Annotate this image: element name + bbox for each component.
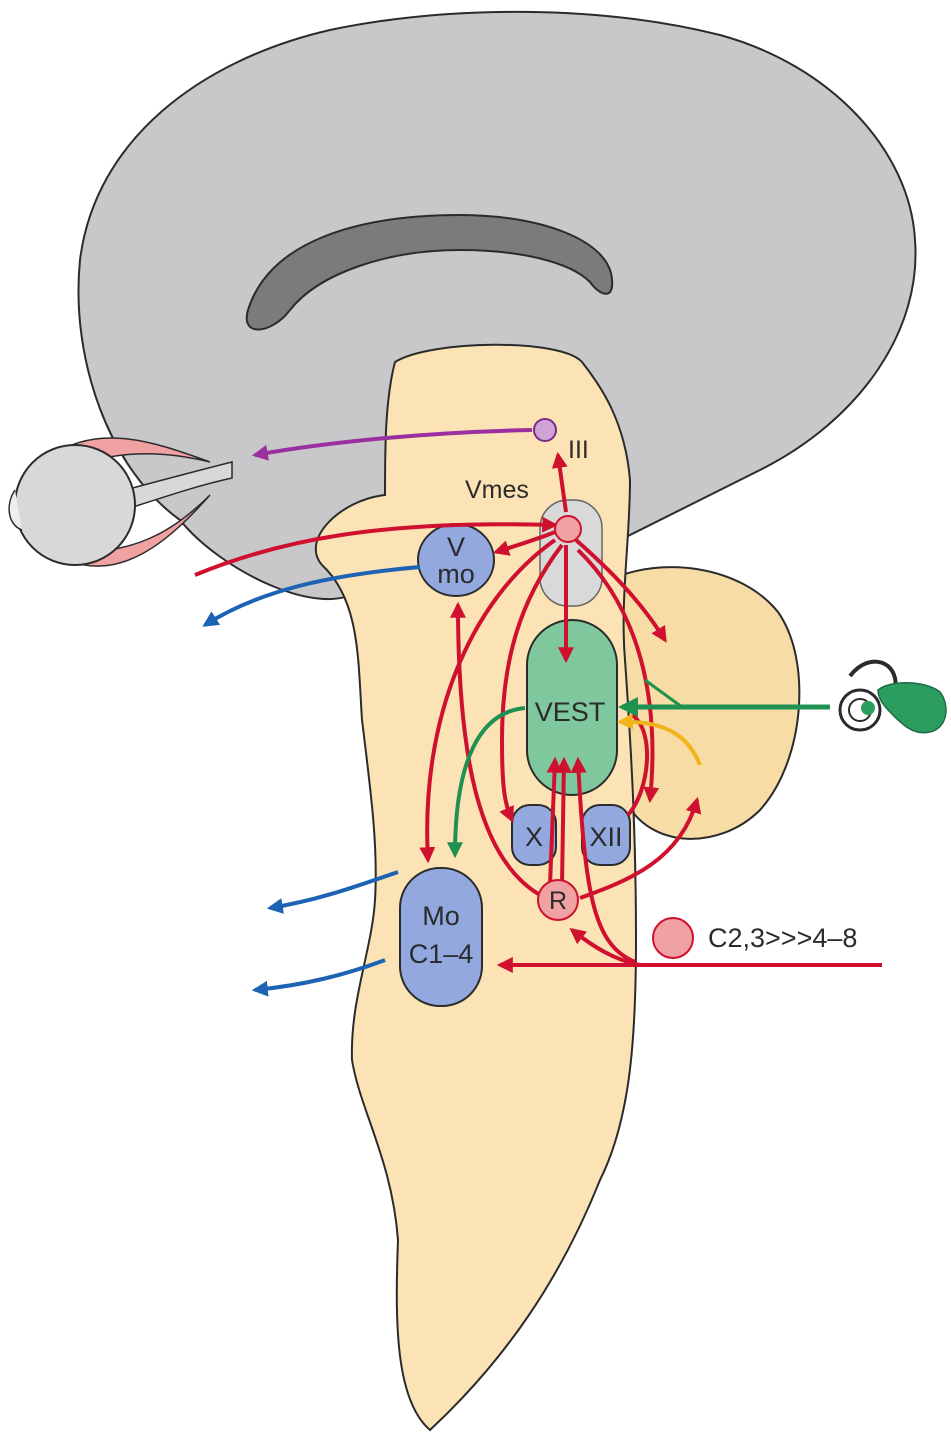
r-to-vest-arrow-2 — [562, 760, 564, 885]
label-iii: III — [568, 436, 589, 464]
cervical-motor-nucleus — [400, 868, 482, 1006]
cerebellum — [605, 567, 799, 839]
label-vmes: Vmes — [465, 476, 529, 504]
inner-ear-icon — [840, 662, 946, 733]
label-mo: Mo — [422, 901, 460, 931]
cervical-afferent-cell — [653, 918, 693, 958]
label-xii: XII — [589, 822, 622, 852]
label-x: X — [525, 822, 543, 852]
label-cervical-afferent: C2,3>>>4–8 — [708, 923, 857, 953]
label-vmo-line1: V — [447, 532, 465, 562]
oculomotor-cell — [534, 419, 556, 441]
label-r: R — [549, 887, 567, 915]
vmes-cell — [555, 516, 581, 542]
label-c1-4: C1–4 — [409, 939, 474, 969]
label-vest: VEST — [535, 697, 606, 727]
label-vmo-line2: mo — [437, 559, 475, 589]
eyeball — [15, 445, 135, 565]
